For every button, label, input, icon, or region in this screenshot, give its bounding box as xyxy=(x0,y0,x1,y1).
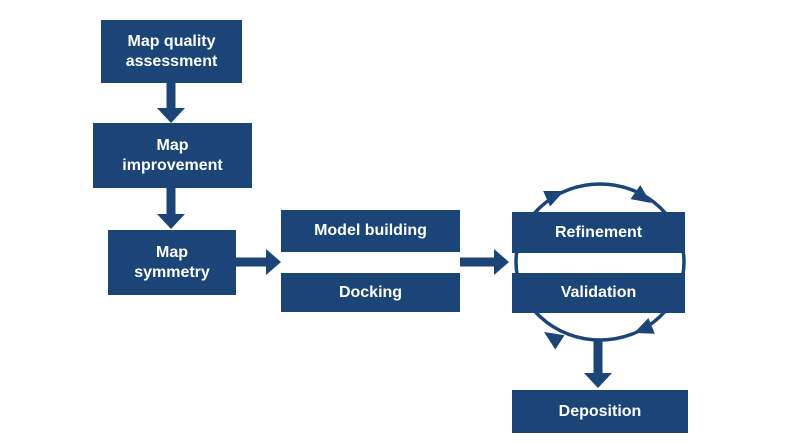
box-model-building: Model building xyxy=(281,210,460,252)
box-refinement: Refinement xyxy=(512,212,685,253)
arrow-map-improvement-to-map-symmetry xyxy=(157,187,185,229)
box-map-improvement: Map improvement xyxy=(93,123,252,188)
refinement-validation-cycle-arrow xyxy=(514,182,686,350)
cycle-arrowhead-top-left-icon xyxy=(543,190,564,207)
arrow-validation-to-deposition xyxy=(584,340,612,388)
cycle-ellipse xyxy=(514,182,686,342)
cycle-arrowhead-top-right-icon xyxy=(630,185,651,203)
cycle-arrowhead-bottom-left-icon xyxy=(544,332,565,350)
arrow-map-quality-to-map-improvement xyxy=(157,83,185,123)
arrow-model-building-to-refinement xyxy=(460,249,509,275)
cycle-arrowhead-bottom-right-icon xyxy=(634,318,655,334)
box-deposition: Deposition xyxy=(512,390,688,433)
box-map-quality-assessment: Map quality assessment xyxy=(101,20,242,83)
box-validation: Validation xyxy=(512,273,685,313)
box-map-symmetry: Map symmetry xyxy=(108,230,236,295)
arrow-map-symmetry-to-model-building xyxy=(236,249,281,275)
box-docking: Docking xyxy=(281,273,460,312)
